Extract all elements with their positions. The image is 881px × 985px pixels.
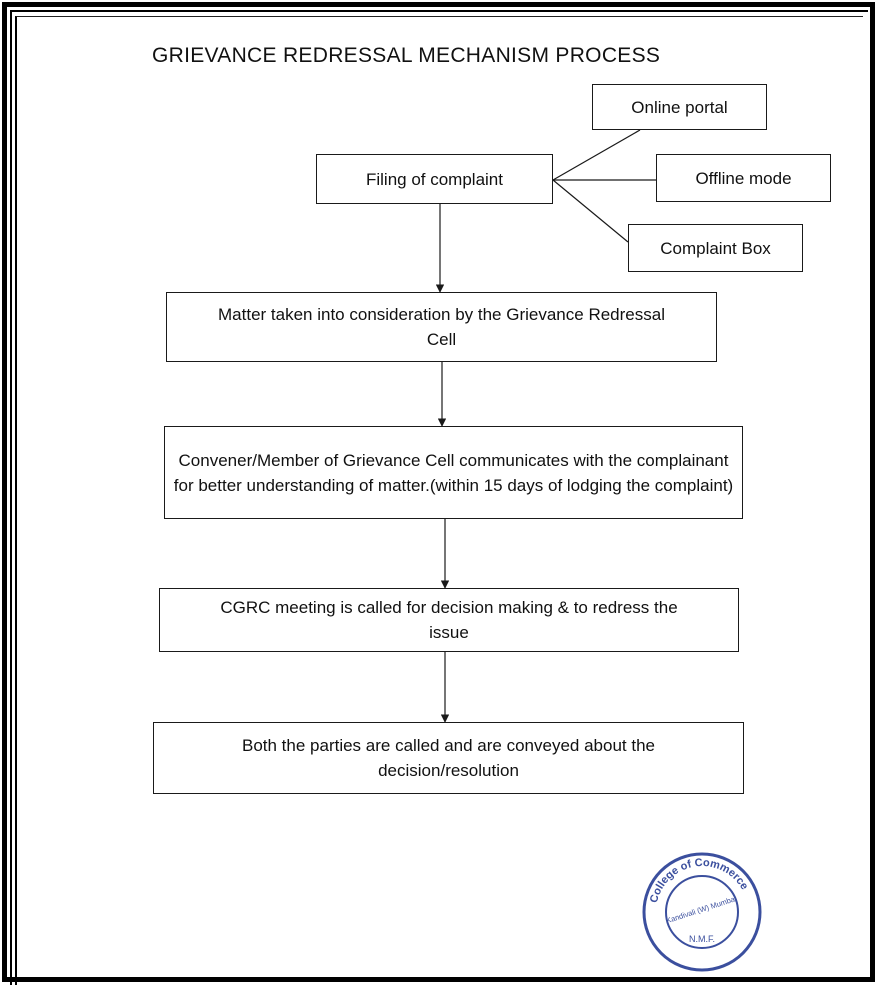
meeting-box: CGRC meeting is called for decision maki…: [159, 588, 739, 652]
resolution-box: Both the parties are called and are conv…: [153, 722, 744, 794]
page-title: GRIEVANCE REDRESSAL MECHANISM PROCESS: [152, 44, 661, 67]
complaint-box-box: Complaint Box: [628, 224, 803, 272]
consideration-label: Matter taken into consideration by the G…: [218, 305, 665, 349]
filing-complaint-box: Filing of complaint: [316, 154, 553, 204]
consideration-box: Matter taken into consideration by the G…: [166, 292, 717, 362]
meeting-label: CGRC meeting is called for decision maki…: [220, 598, 678, 642]
communication-label: Convener/Member of Grievance Cell commun…: [173, 450, 734, 495]
connector-filing-to-box: [552, 179, 629, 243]
college-seal-stamp: College of Commerce N.M.F. Kandivali (W)…: [642, 852, 762, 972]
complaint-box-label: Complaint Box: [660, 238, 771, 258]
seal-center-text: Kandivali (W) Mumbai: [665, 894, 738, 925]
online-portal-label: Online portal: [631, 97, 728, 117]
connector-filing-to-online: [552, 129, 641, 181]
offline-mode-label: Offline mode: [695, 168, 792, 188]
page-border-inner: [15, 16, 863, 985]
communication-box: Convener/Member of Grievance Cell commun…: [164, 426, 743, 519]
resolution-label: Both the parties are called and are conv…: [241, 736, 655, 780]
page-border-shadow: [10, 10, 868, 985]
filing-complaint-label: Filing of complaint: [365, 169, 503, 189]
online-portal-box: Online portal: [592, 84, 767, 130]
seal-bottom-text: N.M.F.: [689, 934, 715, 944]
offline-mode-box: Offline mode: [656, 154, 831, 202]
